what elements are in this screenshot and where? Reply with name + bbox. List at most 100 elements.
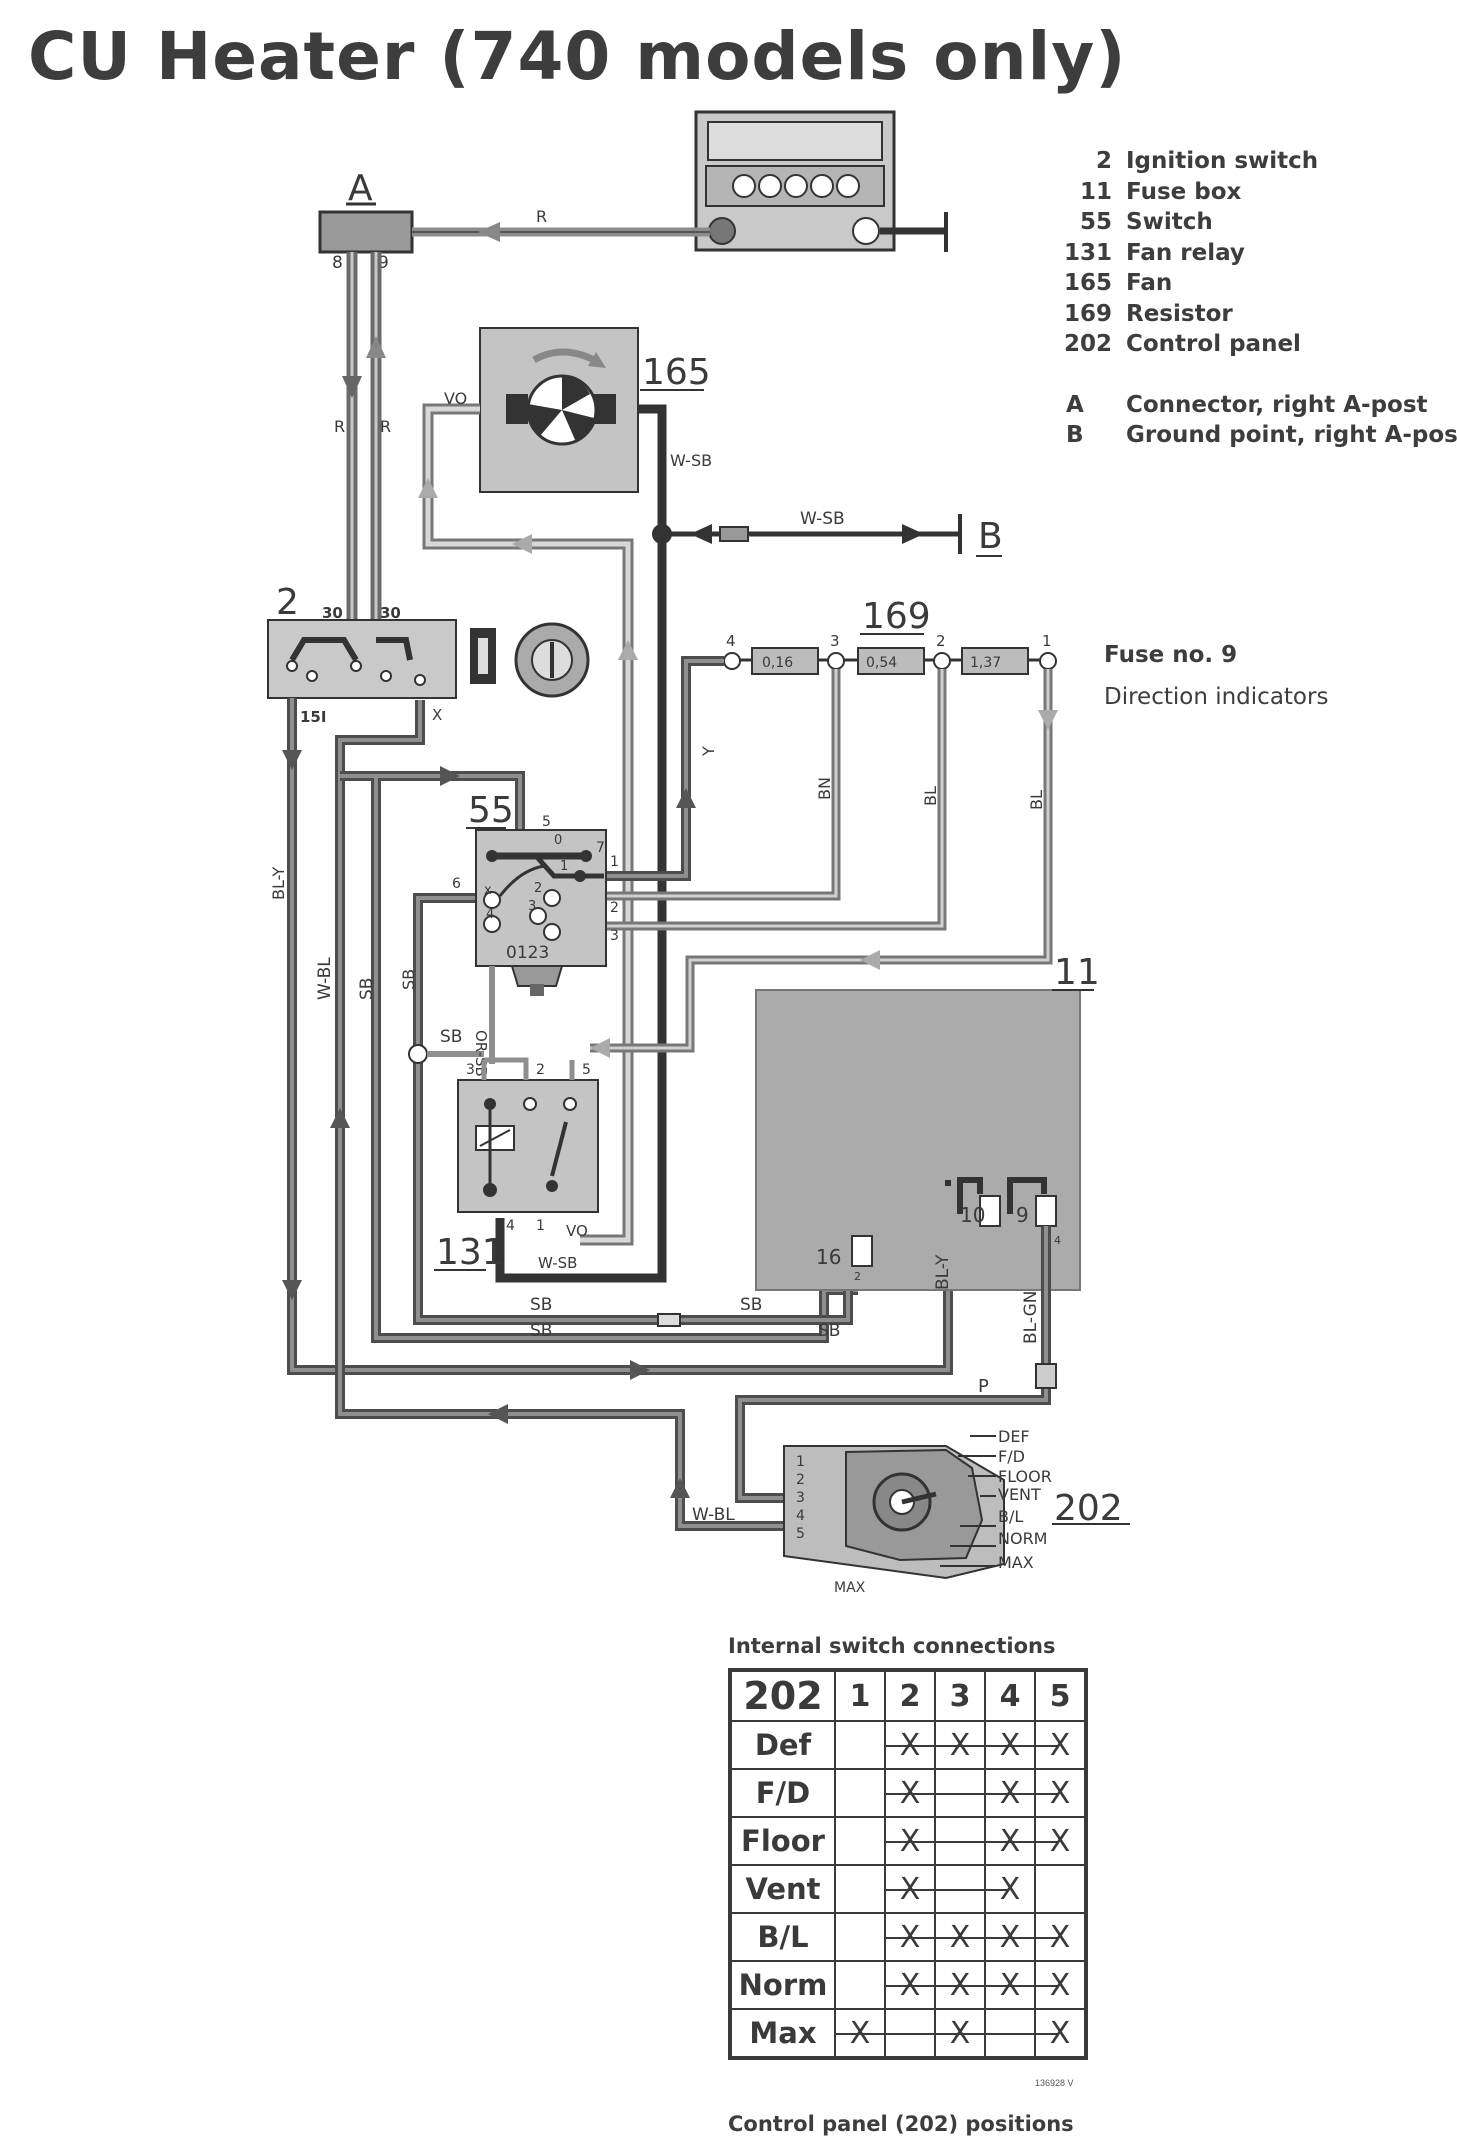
relay131-pin-1: 1 — [536, 1218, 545, 1234]
table-cell — [834, 1864, 886, 1914]
table-cell — [984, 2008, 1037, 2059]
switch55-knob-2: 2 — [534, 881, 542, 896]
wire-label-bl2: BL — [1027, 790, 1046, 810]
switch55-pin-5: 5 — [542, 814, 551, 830]
legend-item: 131 Fan relay — [1040, 238, 1457, 269]
switch55-pin-3: 3 — [610, 928, 619, 944]
table-cell: X — [934, 1912, 987, 1962]
legend-code: 169 — [1063, 300, 1112, 327]
table-cell: X — [984, 1912, 1037, 1962]
panel202-pos-def: DEF — [998, 1427, 1030, 1446]
connection-mark: X — [1049, 1775, 1071, 1811]
resistor-tap-3: 3 — [830, 632, 840, 650]
panel202-max-lower: MAX — [834, 1580, 866, 1596]
table-row-label: F/D — [729, 1768, 836, 1818]
legend-label: Fuse box — [1126, 178, 1242, 205]
table-cell: X — [984, 1816, 1037, 1866]
table-cell: X — [984, 1864, 1036, 1914]
connection-mark: X — [899, 1967, 921, 2003]
connection-mark: X — [1049, 1823, 1071, 1859]
ignition-terminal-15i: 15I — [300, 708, 326, 726]
connection-mark: X — [949, 1967, 971, 2003]
connector-a: A 8 9 — [318, 168, 414, 273]
fusebox-pin-16: 16 — [816, 1245, 841, 1269]
legend-label: Ignition switch — [1126, 148, 1319, 174]
component-2-label: 2 — [276, 582, 299, 623]
table-cell: X — [1034, 2008, 1087, 2059]
legend-label: Fan — [1126, 270, 1173, 296]
legend-code: 11 — [1079, 178, 1112, 205]
table-row-label: Max — [729, 2008, 836, 2059]
relay131-pin-4: 4 — [506, 1218, 515, 1234]
legend-item: 11 Fuse box — [1040, 177, 1457, 208]
table-cell — [1034, 1864, 1087, 1914]
fuse-number: Fuse no. 9 — [1104, 642, 1238, 668]
table-cell: X — [884, 1768, 937, 1818]
wire-label-bn: BN — [815, 777, 834, 800]
connection-mark: X — [999, 1919, 1021, 1955]
connection-mark: X — [999, 1727, 1021, 1763]
wire-label-sb-bottom3: SB — [530, 1321, 552, 1341]
table-cell: X — [1034, 1768, 1087, 1818]
wire-label-sb-bottom2: SB — [740, 1295, 762, 1315]
switch55-pin-2: 2 — [610, 900, 619, 916]
table-cell: X — [1034, 1960, 1087, 2010]
fuse-note: Fuse no. 9 Direction indicators — [1104, 634, 1328, 718]
legend-code: 202 — [1063, 331, 1112, 357]
panel202-pin-1: 1 — [796, 1454, 805, 1470]
wire-label-y: Y — [699, 746, 718, 757]
panel202-pos-fd: F/D — [998, 1447, 1025, 1466]
switch55-knob-1: 1 — [560, 859, 568, 874]
table-col-header: 2 — [884, 1669, 936, 1722]
connection-mark: X — [899, 1919, 921, 1955]
table-row-label: Vent — [729, 1864, 836, 1914]
wire-label-wbl-left: W-BL — [315, 957, 335, 1000]
component-11-label: 11 — [1054, 952, 1100, 993]
component-169-label: 169 — [862, 596, 931, 637]
relay-131: 3 2 5 4 1 VO W-SB 131 — [434, 1057, 599, 1273]
wire-label-sb1: SB — [357, 978, 377, 1000]
switch55-knob-3: 3 — [528, 899, 536, 914]
table-cell: X — [984, 1960, 1037, 2010]
table-cell: X — [934, 2008, 987, 2059]
wire-label-r-top: R — [536, 207, 547, 226]
wire-label-r-left: R — [334, 417, 345, 436]
battery-panel — [694, 110, 948, 252]
table-col-header: 3 — [934, 1669, 986, 1722]
table-cell: X — [934, 1960, 987, 2010]
connection-mark: X — [999, 1823, 1021, 1859]
resistor-value-2: 0,54 — [866, 655, 897, 671]
table-row-label: Def — [729, 1720, 836, 1770]
table-cell — [834, 1768, 886, 1818]
legend-label: Fan relay — [1126, 239, 1245, 266]
panel202-pos-max: MAX — [998, 1553, 1034, 1572]
connection-mark: X — [1049, 1919, 1071, 1955]
ignition-terminal-30b: 30 — [380, 604, 401, 622]
connection-mark: X — [899, 1775, 921, 1811]
resistor-tap-2: 2 — [936, 632, 946, 650]
table-cell: X — [834, 2008, 887, 2059]
switch55-pin-1: 1 — [610, 854, 619, 870]
panel202-pin-3: 3 — [796, 1490, 805, 1506]
switch55-knob-4: 4 — [486, 907, 494, 922]
connection-mark: X — [949, 1919, 971, 1955]
wire-label-sb-short: SB — [440, 1027, 462, 1047]
wire-label-sb2: SB — [399, 969, 418, 990]
table-cell: X — [884, 1720, 937, 1770]
resistor-tap-1: 1 — [1042, 632, 1052, 650]
wire-label-bly-fuse: BL-Y — [933, 1254, 953, 1290]
component-131-label: 131 — [436, 1232, 505, 1273]
resistor-tap-4: 4 — [726, 632, 736, 650]
legend-code: 131 — [1063, 239, 1112, 266]
table-col-header: 4 — [984, 1669, 1036, 1722]
